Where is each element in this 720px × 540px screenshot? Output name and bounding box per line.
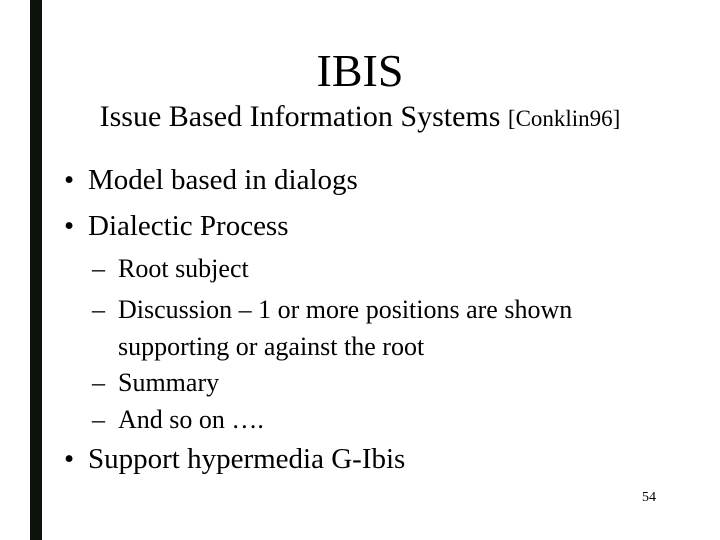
- dash-marker: –: [92, 295, 105, 324]
- slide-subtitle: Issue Based Information Systems [Conklin…: [0, 100, 720, 133]
- dash-marker: –: [92, 254, 105, 283]
- subbullet-item-root: – Root subject: [92, 253, 249, 284]
- bullet-label: Dialectic Process: [88, 210, 289, 242]
- bullet-marker: •: [64, 164, 75, 196]
- subbullet-item-discussion: – Discussion – 1 or more positions are s…: [92, 291, 628, 365]
- dash-marker: –: [92, 405, 105, 434]
- bullet-item-support: • Support hypermedia G-Ibis: [64, 442, 405, 477]
- subbullet-label: And so on ….: [118, 405, 264, 434]
- bullet-marker: •: [64, 210, 75, 242]
- subbullet-label: Discussion – 1 or more positions are sho…: [118, 295, 573, 361]
- subbullet-label: Root subject: [118, 254, 249, 283]
- bullet-item-model: • Model based in dialogs: [64, 163, 358, 198]
- left-accent-bar: [30, 0, 42, 540]
- bullet-marker: •: [64, 443, 75, 475]
- page-number: 54: [642, 490, 656, 505]
- subtitle-main: Issue Based Information Systems: [99, 100, 508, 133]
- subbullet-item-summary: – Summary: [92, 367, 219, 398]
- subbullet-label: Summary: [118, 368, 220, 397]
- bullet-label: Support hypermedia G-Ibis: [88, 443, 406, 475]
- bullet-item-dialectic: • Dialectic Process: [64, 209, 289, 244]
- subtitle-citation: [Conklin96]: [507, 106, 621, 131]
- slide-title: IBIS: [316, 45, 404, 96]
- subbullet-item-andsoon: – And so on ….: [92, 404, 264, 435]
- bullet-label: Model based in dialogs: [88, 164, 358, 196]
- dash-marker: –: [92, 368, 105, 397]
